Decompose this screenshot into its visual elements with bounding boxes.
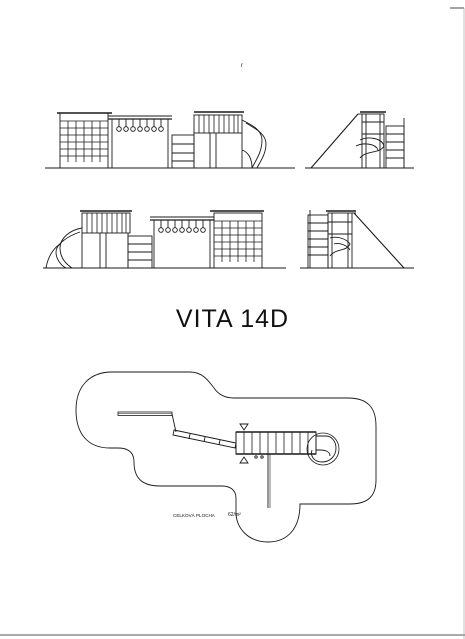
side-elevation-left: [300, 210, 414, 269]
total-area-label: CELKOVÁ PLOCHA: [173, 513, 215, 518]
product-title: VITA 14D: [175, 305, 290, 333]
page-marker: r: [241, 63, 243, 69]
back-elevation: [43, 210, 286, 269]
site-plan: [75, 371, 377, 543]
front-elevation: [45, 111, 295, 169]
total-area-value: 62/m²: [228, 512, 241, 518]
side-elevation-right: [305, 111, 414, 169]
